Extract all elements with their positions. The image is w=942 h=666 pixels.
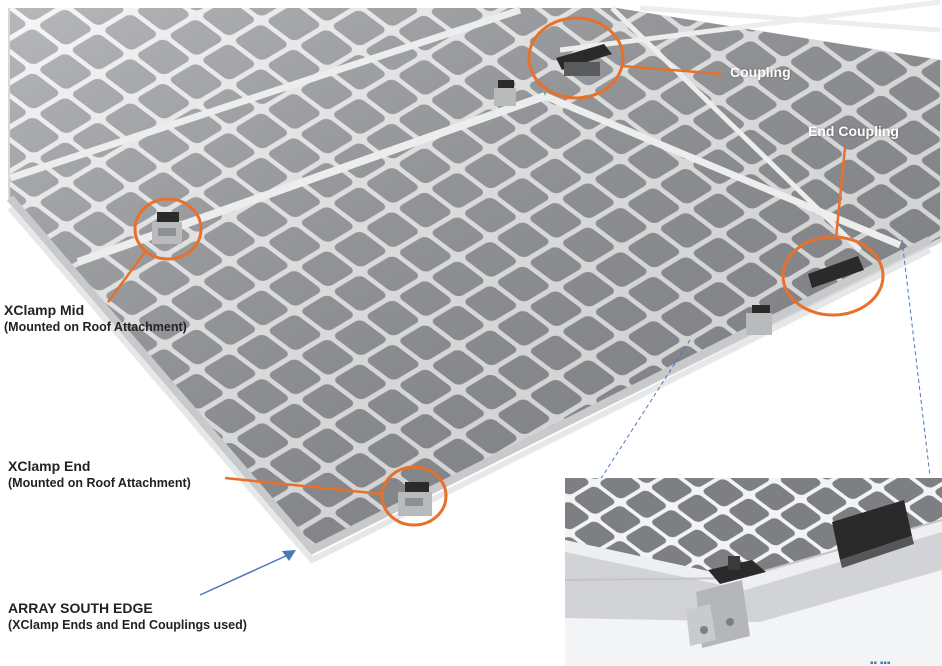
- callout-circles: [133, 16, 885, 527]
- xclamp-end-leader-line: [224, 476, 383, 496]
- xclamp-top-icon: [494, 80, 516, 106]
- xclamp-mid-callout-circle: [133, 197, 203, 261]
- end-coupling-label: End Coupling: [808, 123, 899, 139]
- inset-xclamp-icon: [686, 556, 766, 648]
- leader-lines: [106, 64, 847, 496]
- coupling-callout-circle: [527, 16, 625, 100]
- xclamp-end-icon: [398, 482, 432, 516]
- array-south-edge-label: ARRAY SOUTH EDGE (XClamp Ends and End Co…: [8, 600, 247, 633]
- xclamp-end-title: XClamp End: [8, 458, 91, 474]
- coupling-leader-line: [621, 64, 723, 76]
- xclamp-mid-leader-line: [106, 251, 147, 303]
- xclamp-right-icon: [746, 305, 772, 335]
- xclamp-mid-label: XClamp Mid (Mounted on Roof Attachment): [4, 302, 187, 335]
- coupling-label: Coupling: [730, 64, 791, 80]
- coupling-icon: [556, 44, 612, 76]
- end-coupling-callout-circle: [781, 235, 885, 317]
- xclamp-mid-subtitle: (Mounted on Roof Attachment): [4, 319, 187, 334]
- inset-guide-lines: [599, 239, 931, 481]
- panel-array: [6, 0, 942, 564]
- inset-end-coupling-icon: [832, 500, 914, 568]
- end-coupling-icon: [808, 256, 864, 288]
- end-coupling-leader-line: [834, 147, 847, 239]
- array-south-edge-title: ARRAY SOUTH EDGE: [8, 600, 153, 616]
- xclamp-end-callout-circle: [380, 465, 448, 527]
- inset-watermark: ▪▪ ▪▪▪: [870, 658, 891, 666]
- detail-inset: ▪▪ ▪▪▪: [564, 478, 942, 666]
- xclamp-mid-icon: [152, 212, 182, 244]
- xclamp-mid-title: XClamp Mid: [4, 302, 85, 318]
- array-south-edge-subtitle: (XClamp Ends and End Couplings used): [8, 617, 247, 632]
- xclamp-end-subtitle: (Mounted on Roof Attachment): [8, 475, 191, 490]
- south-edge-arrow: [199, 550, 296, 596]
- xclamp-end-label: XClamp End (Mounted on Roof Attachment): [8, 458, 191, 491]
